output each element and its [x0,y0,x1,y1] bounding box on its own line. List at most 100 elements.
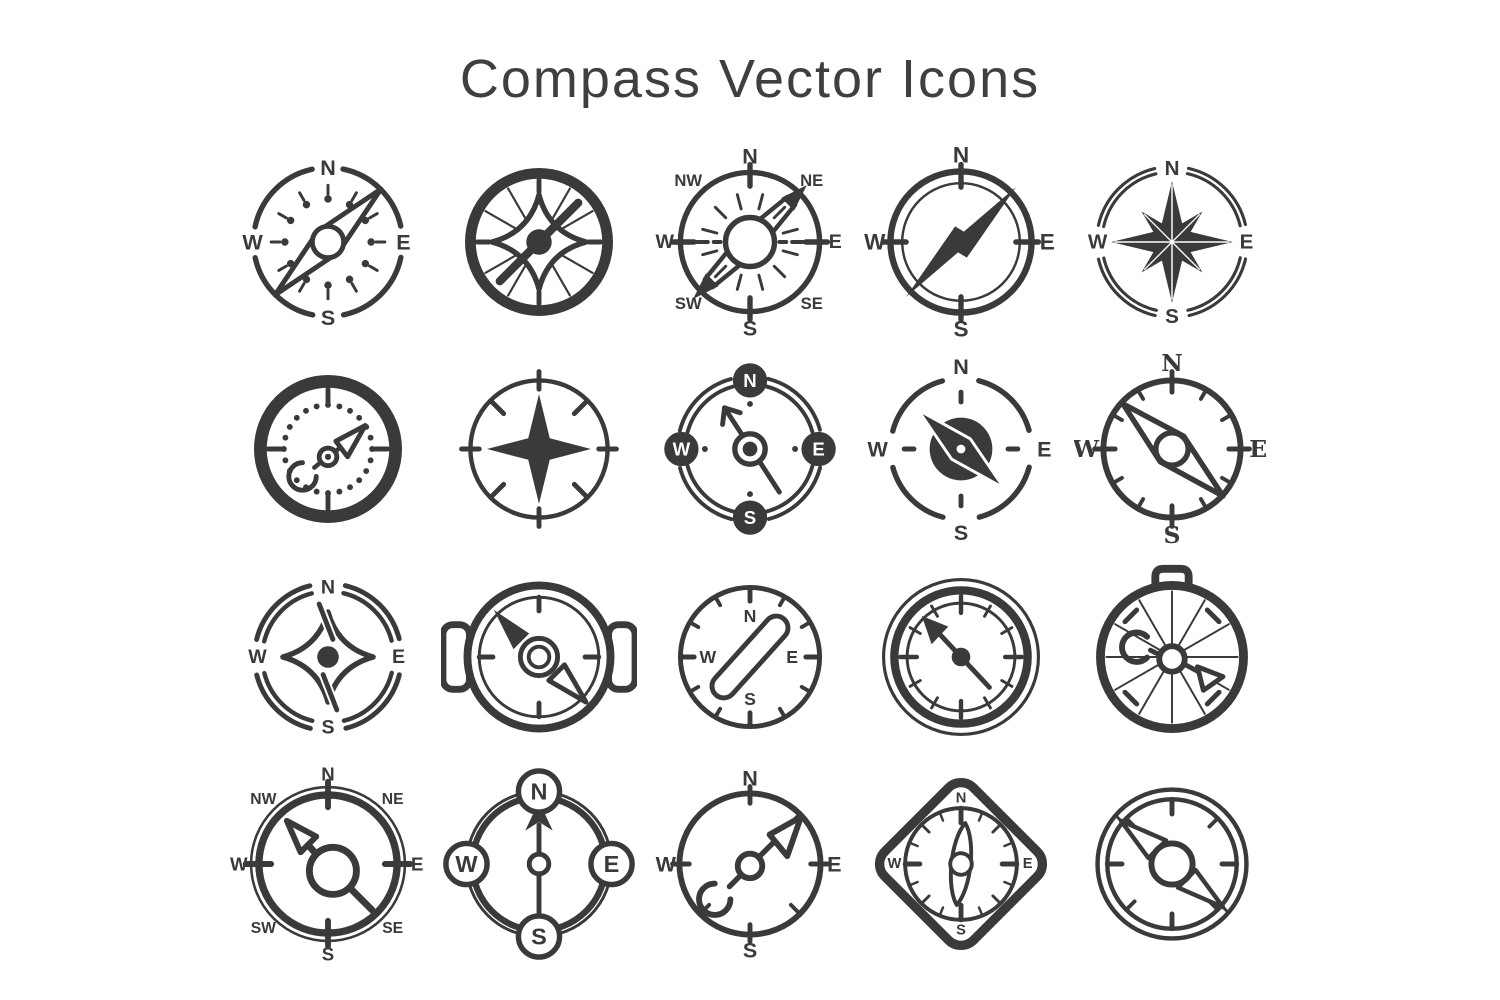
cardinal-ticks [898,593,1025,720]
cardinal-label-s: S [531,924,547,950]
spokes [1105,590,1240,724]
cardinal-label-e: E [1240,230,1254,253]
compass-outline-badges-arrow-icon: N E S W [442,768,635,961]
icon-cell-compass-outline-badges-arrow: N E S W [433,761,644,969]
cardinal-ticks [670,784,830,945]
minor-ticks [908,604,1014,710]
needle [906,186,1017,297]
icon-cell-compass-triple-ring [856,553,1067,761]
cardinal-label-w: W [1074,435,1100,463]
minor-ticks [908,811,1015,918]
needle [921,615,993,690]
icon-cell-compass-four-point-star [433,346,644,554]
sun-rays [701,192,799,291]
icon-cell-compass-dotted-dial [222,346,433,554]
needle [696,814,804,919]
cardinal-ticks [242,778,413,950]
cardinal-label-w: W [242,229,263,254]
middle-ring [890,585,1032,728]
needle [1119,629,1226,693]
compass-triple-ring-icon [882,577,1041,736]
cardinal-label-nw: NW [250,791,276,808]
cardinal-label-w: W [656,852,677,877]
compass-four-point-star-icon [458,369,619,530]
cardinal-label-sw: SW [250,920,275,937]
cardinal-label-se: SE [801,294,823,313]
icon-cell-compass-filled-badges: N E S W [644,346,855,554]
cardinal-label-w: W [1088,230,1108,253]
watch-compass-icon [440,581,637,733]
needle [948,821,974,908]
cardinal-ticks [669,161,831,322]
cardinal-label-s: S [954,316,969,339]
outer-ring [1095,787,1250,941]
cardinal-label-s: S [1164,521,1181,547]
cardinal-label-e: E [411,854,423,875]
dotted-circle [280,402,375,497]
outer-ring [882,577,1041,736]
cardinal-ticks [1092,369,1253,530]
cardinal-label-se: SE [382,920,403,937]
cardinal-ticks [1105,797,1240,932]
needle [285,423,368,493]
cardinal-label-n: N [1165,157,1180,180]
cardinal-label-w: W [230,854,248,875]
badges [442,768,635,961]
cardinal-label-n: N [321,576,335,598]
needle [283,818,376,914]
center-dot [316,645,339,668]
cardinal-label-e: E [1023,856,1033,872]
compass-curved-star-icon: N E S W [248,576,405,738]
cardinal-label-s: S [320,305,334,330]
dial-ring [253,375,402,524]
compass-dark-disc-needle-icon: N E S W [868,354,1052,545]
needle [525,801,553,916]
cardinal-label-s: S [321,716,334,738]
handle [1151,564,1193,593]
cardinal-label-n: N [743,370,756,391]
cardinal-label-w: W [673,439,691,460]
icon-cell-diamond-compass: N E S W [856,761,1067,969]
icon-cell-pocket-compass-handle [1067,553,1278,761]
cardinal-label-ne: NE [381,791,403,808]
compass-8-dir-magnifier-icon: N NE E SE S SW W NW [230,766,423,962]
cardinal-label-e: E [392,646,405,668]
cardinal-label-n: N [956,791,967,807]
cardinal-label-w: W [868,437,889,462]
page-title: Compass Vector Icons [459,49,1041,109]
cardinal-ticks [881,161,1042,322]
icon-cell-compass-sunburst-8-dir: N NE E SE S SW W NW [644,138,855,346]
needle [693,184,807,299]
compass-star-spokes-icon [464,167,613,316]
compass-typewriter-dial-icon: N E S W [1074,351,1268,547]
compass-sunburst-8-dir-icon: N NE E SE S SW W NW [655,144,841,340]
icon-cell-watch-compass [433,553,644,761]
minor-ticks [687,594,813,719]
icon-cell-compass-capsule-needle: N E S W [644,553,855,761]
cardinal-label-nw: NW [674,171,702,190]
needle [272,186,383,298]
needle [1120,401,1227,499]
corner-dashes [1122,607,1222,707]
cardinal-label-e: E [812,439,824,460]
compass-arrow-hook-icon: N E S W [656,766,842,962]
cardinal-label-s: S [321,944,333,962]
cardinal-ticks [476,594,602,719]
cardinal-label-n: N [320,155,336,180]
icon-grid: N E S W [222,138,1278,968]
cardinal-label-e: E [1040,229,1055,254]
cardinal-ticks [902,805,1020,923]
cardinal-label-e: E [1250,435,1268,463]
cardinal-label-w: W [248,646,267,668]
cardinal-ticks [474,177,603,306]
cardinal-label-e: E [1037,437,1051,462]
needle [1114,813,1231,915]
cardinal-label-e: E [396,229,410,254]
icon-cell-wind-rose-star: N E S W [1067,138,1278,346]
capsule-needle [709,613,791,701]
cardinal-label-s: S [744,689,756,709]
cardinal-label-sw: SW [675,294,702,313]
cardinal-label-s: S [744,507,756,528]
icon-cell-compass-typewriter-dial: N E S W [1067,346,1278,554]
compass-pin-dial-icon: N E S W [242,155,410,330]
